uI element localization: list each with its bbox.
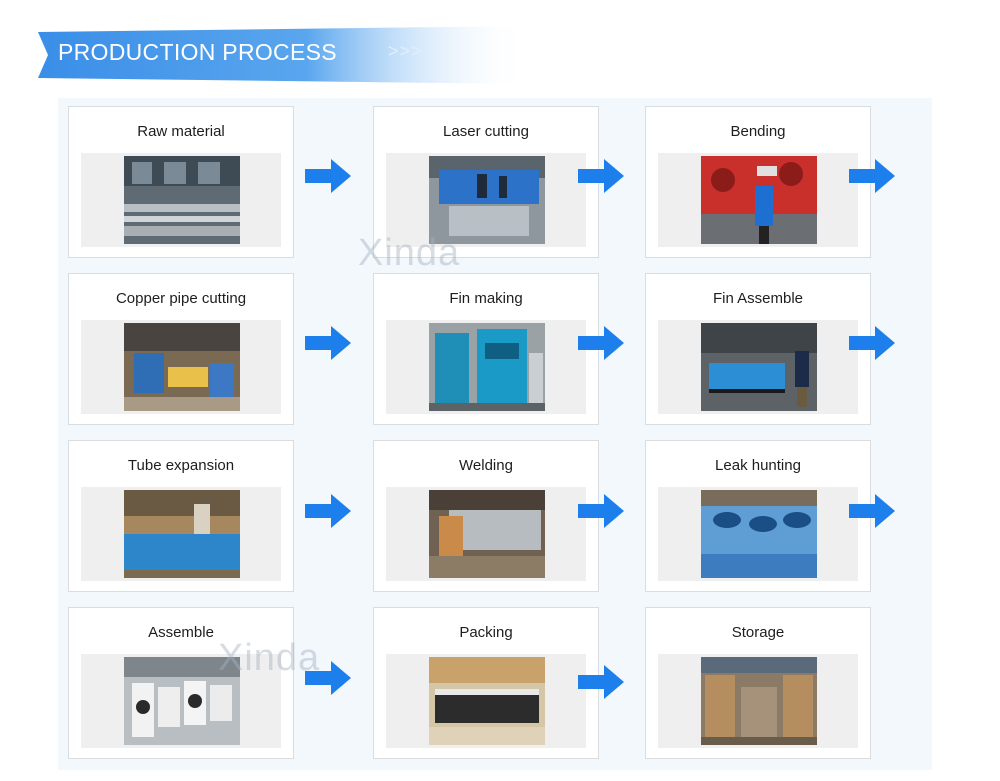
photo-background [386,320,586,414]
step-label: Tube expansion [127,457,235,474]
step-label: Copper pipe cutting [115,290,247,307]
right-arrow-icon [305,326,351,360]
step-card-fin-making: Fin making [373,273,599,425]
copper-pipe-cutting-photo [124,323,240,411]
watermark: Xinda [358,232,461,274]
photo-background [658,654,858,748]
right-arrow-icon [578,494,624,528]
step-card-laser-cutting: Laser cutting [373,106,599,258]
photo-background [81,487,281,581]
step-label: Laser cutting [443,123,529,140]
step-card-fin-assemble: Fin Assemble [645,273,871,425]
step-label: Bending [730,123,786,140]
step-label: Packing [459,624,513,641]
title-banner: PRODUCTION PROCESS >>> [38,26,538,84]
raw-material-photo [124,156,240,244]
step-card-copper-pipe-cutting: Copper pipe cutting [68,273,294,425]
title-arrows: >>> [388,41,423,61]
storage-photo [701,657,817,745]
step-card-storage: Storage [645,607,871,759]
photo-background [386,654,586,748]
step-label: Storage [731,624,785,641]
photo-background [386,153,586,247]
right-arrow-icon [578,326,624,360]
right-arrow-icon [849,159,895,193]
leak-hunting-photo [701,490,817,578]
photo-background [658,487,858,581]
right-arrow-icon [578,665,624,699]
fin-making-photo [429,323,545,411]
banner-shape [38,26,528,84]
step-label: Assemble [148,624,214,641]
assemble-photo [124,657,240,745]
photo-background [658,153,858,247]
tube-expansion-photo [124,490,240,578]
fin-assemble-photo [701,323,817,411]
bending-photo [701,156,817,244]
page-title: PRODUCTION PROCESS [58,39,337,65]
step-label: Raw material [137,123,225,140]
photo-background [81,153,281,247]
right-arrow-icon [305,494,351,528]
watermark: Xinda [218,637,321,679]
step-card-leak-hunting: Leak hunting [645,440,871,592]
step-card-tube-expansion: Tube expansion [68,440,294,592]
photo-background [81,320,281,414]
step-label: Welding [459,457,513,474]
welding-photo [429,490,545,578]
step-label: Leak hunting [715,457,801,474]
step-card-raw-material: Raw material [68,106,294,258]
packing-photo [429,657,545,745]
right-arrow-icon [849,326,895,360]
right-arrow-icon [305,661,351,695]
step-label: Fin Assemble [712,290,804,307]
right-arrow-icon [578,159,624,193]
step-card-welding: Welding [373,440,599,592]
step-card-assemble: Assemble [68,607,294,759]
photo-background [386,487,586,581]
photo-background [658,320,858,414]
step-card-bending: Bending [645,106,871,258]
step-label: Fin making [449,290,523,307]
right-arrow-icon [849,494,895,528]
photo-background [81,654,281,748]
laser-cutting-photo [429,156,545,244]
right-arrow-icon [305,159,351,193]
step-card-packing: Packing [373,607,599,759]
